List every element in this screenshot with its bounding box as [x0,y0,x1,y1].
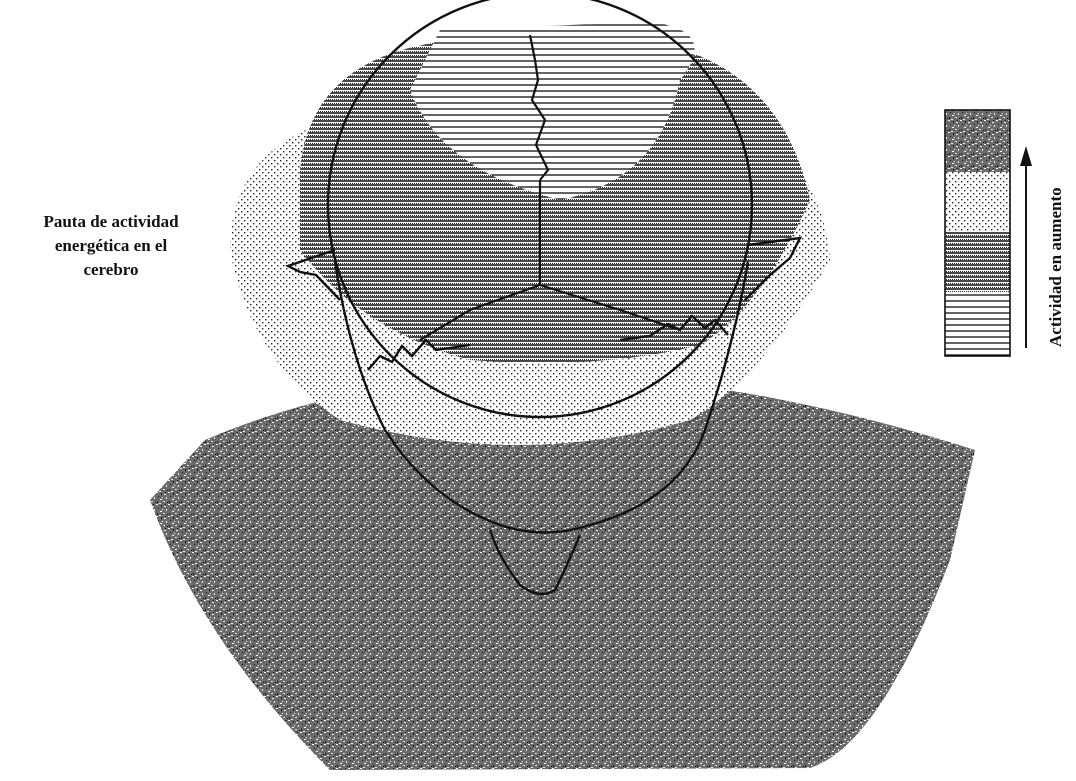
scale-level-highest [945,110,1010,172]
increase-arrow-icon [1020,146,1032,348]
caption-line-3: cerebro [0,258,222,282]
activity-scale [945,110,1010,356]
caption-line-2: energética en el [0,234,222,258]
scale-level-low [945,292,1010,356]
scale-label: Actividad en aumento [1046,187,1066,347]
scale-level-medium [945,232,1010,292]
diagram-caption: Pauta de actividad energética en el cere… [0,210,222,282]
scale-level-high [945,172,1010,232]
caption-line-1: Pauta de actividad [0,210,222,234]
